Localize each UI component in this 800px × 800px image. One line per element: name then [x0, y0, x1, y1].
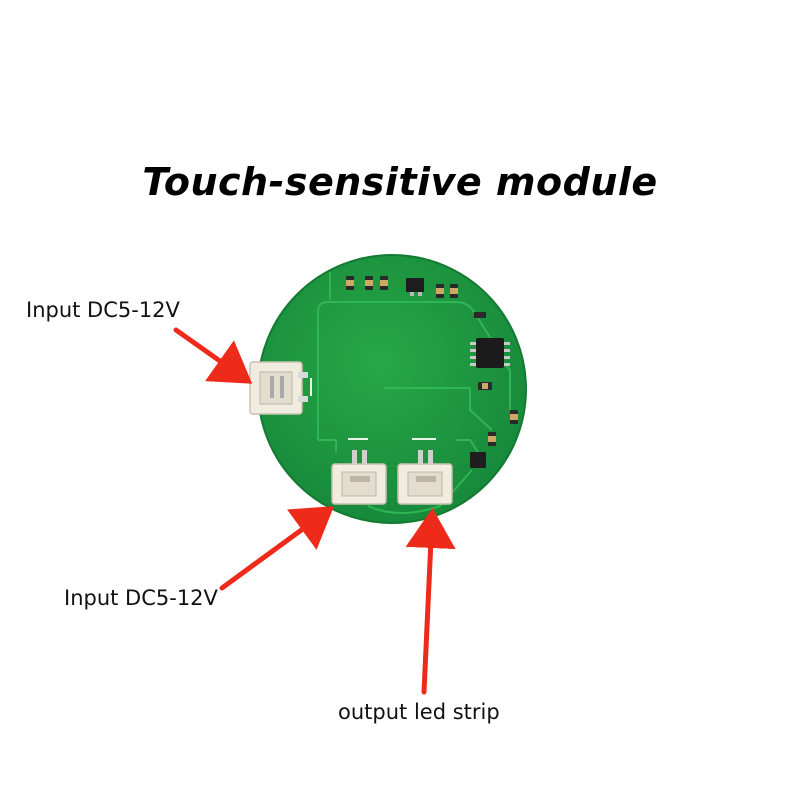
arrow-to-output-connector: [405, 508, 456, 695]
ic-chip: [476, 338, 504, 368]
input-label-bottom: Input DC5-12V: [64, 586, 218, 610]
smd-components: [346, 276, 518, 468]
input-connector-bottom: [331, 450, 387, 505]
input-label-side: Input DC5-12V: [26, 298, 180, 322]
arrow-to-input-connector: [219, 506, 335, 591]
output-connector: [397, 450, 453, 505]
side-connector: [249, 361, 308, 415]
page-title: Touch-sensitive module: [142, 160, 658, 204]
silkscreen-marks: [310, 378, 436, 440]
output-label: output led strip: [338, 700, 500, 724]
arrow-to-side-connector: [173, 327, 253, 384]
pcb-traces: [317, 272, 511, 514]
